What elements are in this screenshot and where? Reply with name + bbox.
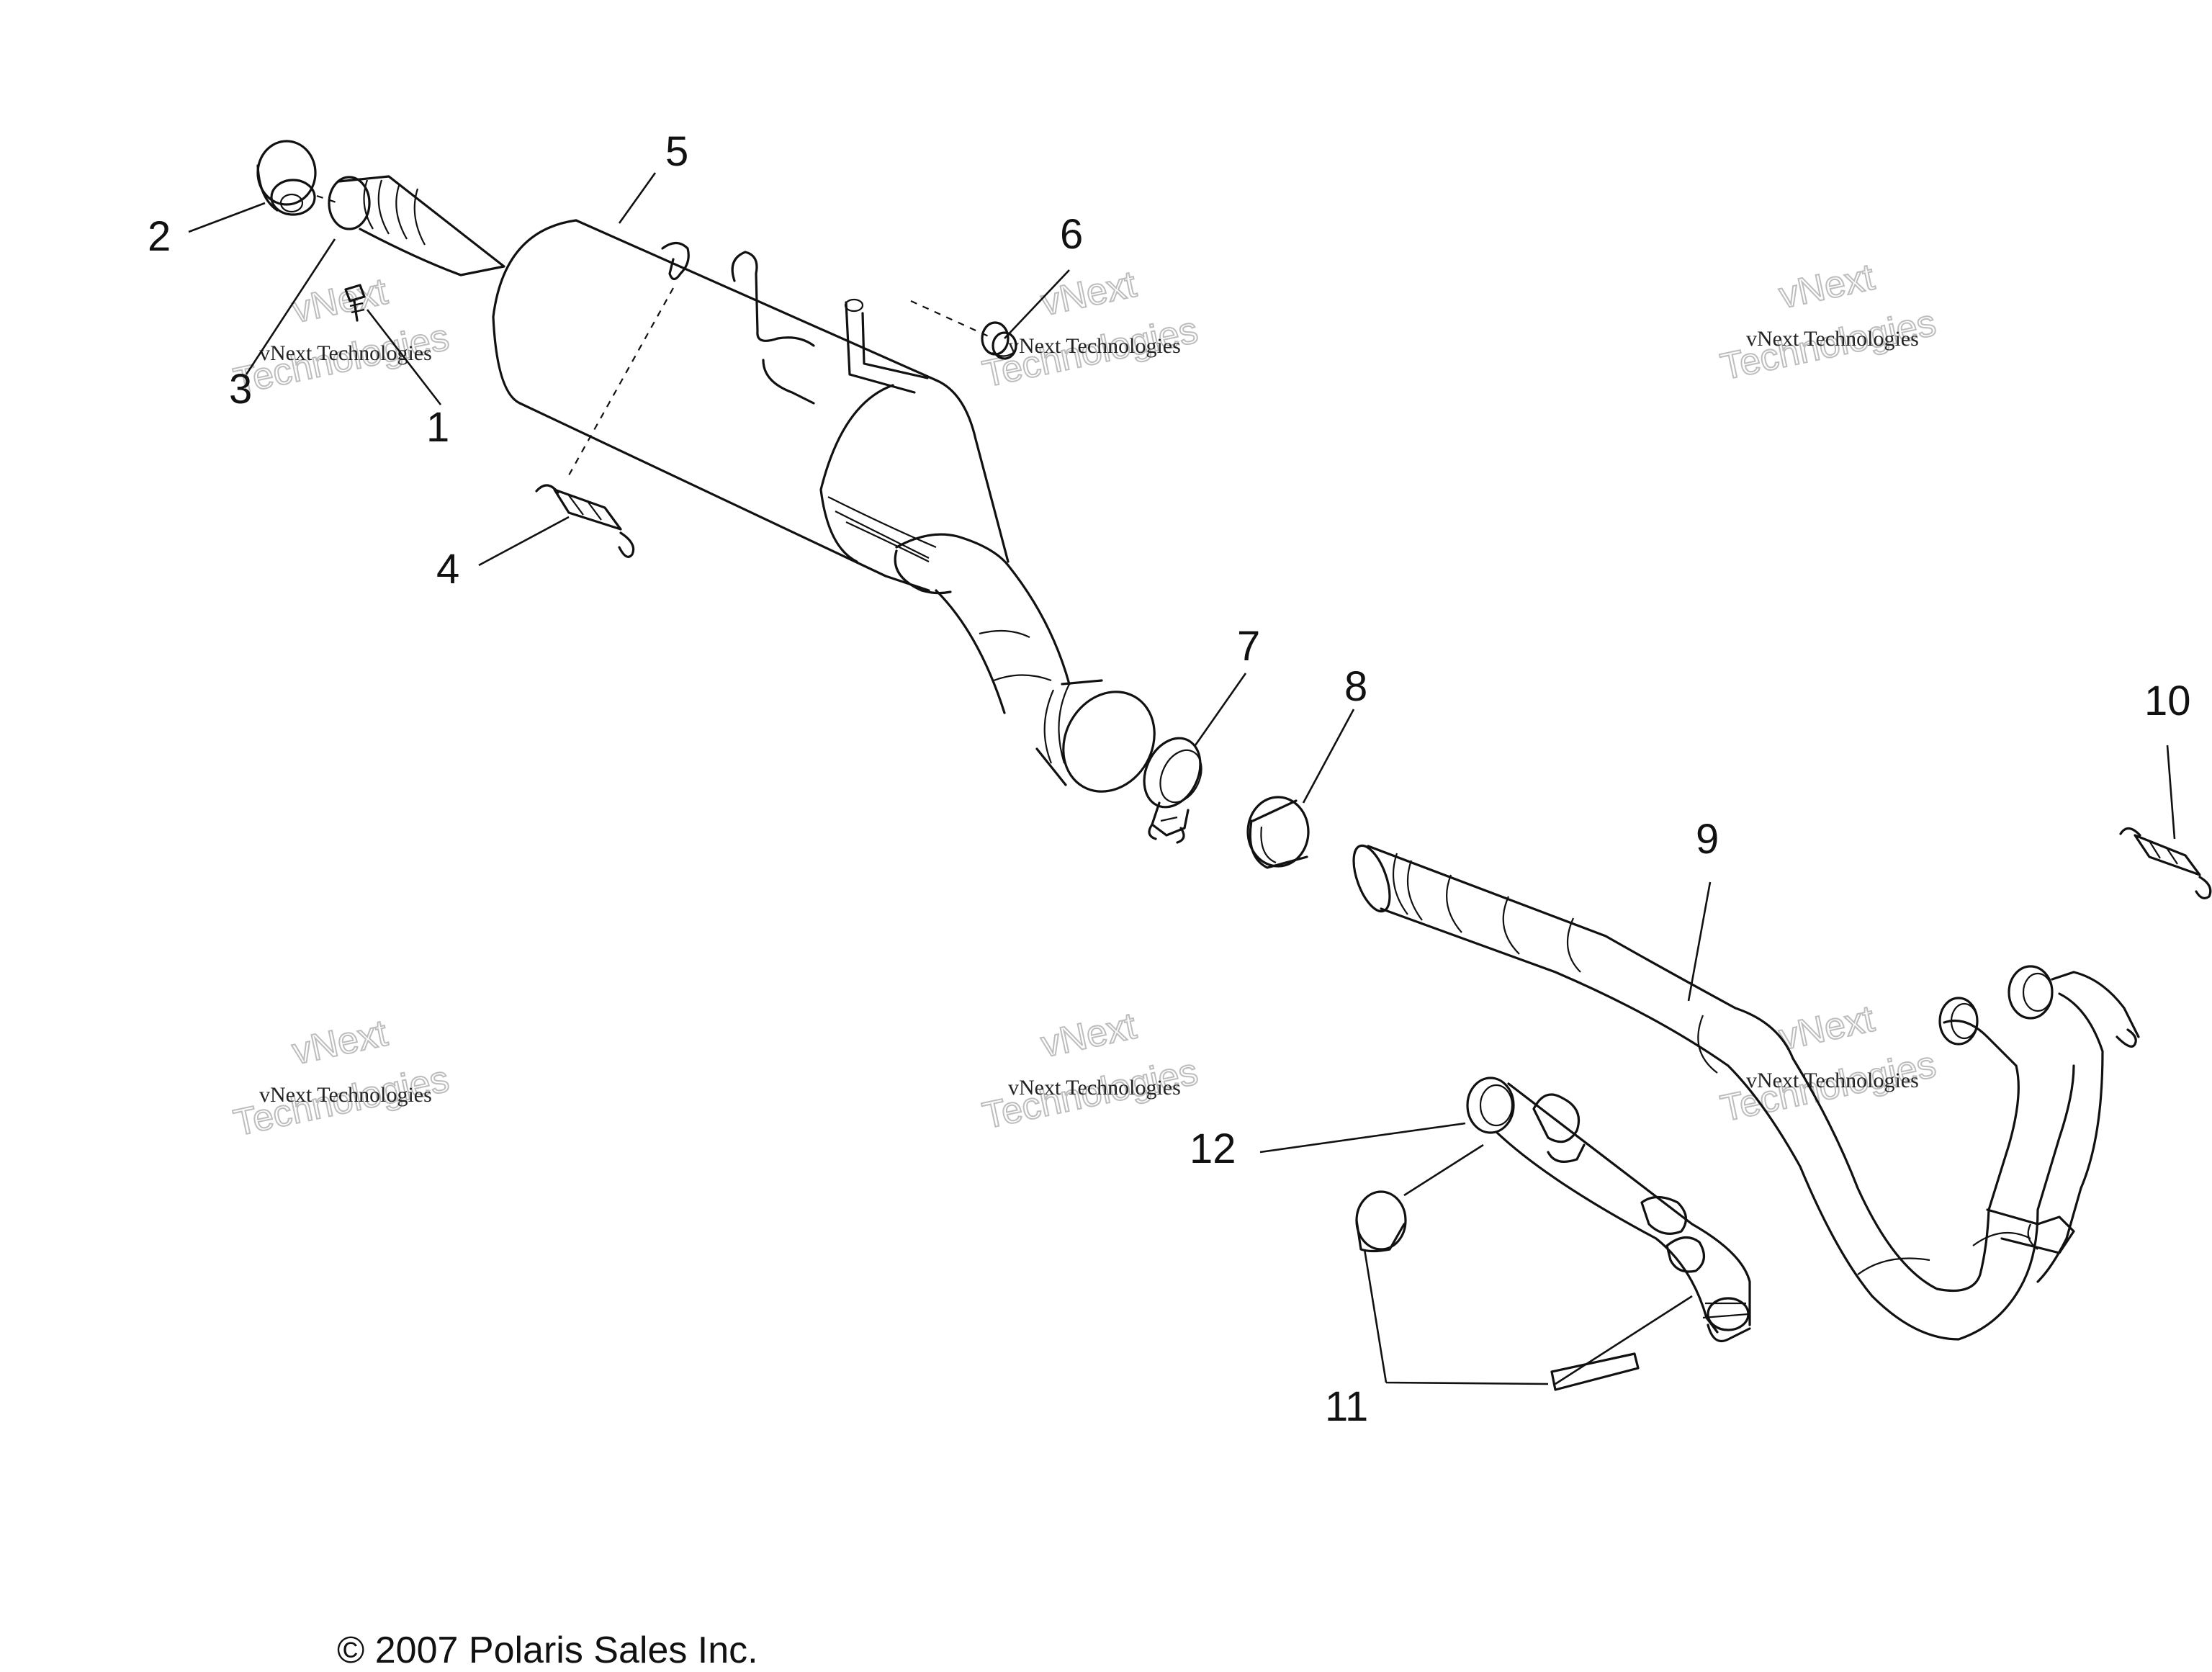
leader-4 xyxy=(478,516,570,567)
callout-6: 6 xyxy=(1060,211,1083,258)
watermark-line3: vNext xyxy=(1038,1005,1141,1066)
copyright-notice: © 2007 Polaris Sales Inc. xyxy=(337,1630,758,1671)
callout-11: 11 xyxy=(1325,1383,1368,1430)
leader-11b xyxy=(1555,1295,1693,1385)
part-7-clamp xyxy=(1143,737,1202,844)
leader-lines xyxy=(188,172,2176,1385)
part-2-end-cap xyxy=(256,140,317,216)
watermark-5: vNext Technologies vNext Technologies xyxy=(979,1004,1202,1138)
watermark-line3: vNext xyxy=(1776,256,1879,317)
part-6-grommet xyxy=(981,321,1017,360)
watermark-line1: vNext Technologies xyxy=(1746,1069,1919,1092)
callout-5: 5 xyxy=(665,128,688,175)
callout-12: 12 xyxy=(1190,1125,1236,1172)
callout-2: 2 xyxy=(148,213,171,260)
leader-1 xyxy=(366,309,442,405)
leader-11 xyxy=(1363,1249,1549,1385)
part-12-y-pipe xyxy=(1466,1077,1751,1343)
callout-numbers: 1 2 3 4 5 6 7 8 9 10 11 12 xyxy=(148,128,2191,1430)
watermark-line1: vNext Technologies xyxy=(1008,1076,1181,1100)
callout-8: 8 xyxy=(1344,663,1367,710)
callout-9: 9 xyxy=(1696,816,1719,863)
leader-5 xyxy=(618,172,657,224)
leader-10 xyxy=(2166,745,2176,840)
part-8-sleeve xyxy=(1246,796,1310,869)
leader-2 xyxy=(188,202,266,233)
callout-1: 1 xyxy=(426,404,449,451)
leader-7 xyxy=(1194,673,1247,746)
watermark-line1: vNext Technologies xyxy=(259,341,432,365)
part-4-spring xyxy=(535,484,635,558)
part-10-spring xyxy=(2119,827,2212,899)
watermark-line1: vNext Technologies xyxy=(1746,327,1919,351)
watermark-line3: vNext xyxy=(289,1012,392,1073)
part-1-screw xyxy=(344,284,366,322)
watermark-1: vNext Technologies vNext Technologies xyxy=(230,270,454,404)
leader-12 xyxy=(1259,1122,1484,1197)
callout-3: 3 xyxy=(229,366,252,413)
callout-7: 7 xyxy=(1237,623,1260,670)
callout-4: 4 xyxy=(436,546,459,593)
leader-9 xyxy=(1687,881,1712,1002)
leader-6 xyxy=(1004,269,1070,339)
watermark-4: vNext Technologies vNext Technologies xyxy=(230,1012,454,1146)
part-9-head-pipe xyxy=(1352,844,2140,1341)
watermark-line3: vNext xyxy=(1776,998,1879,1059)
watermark-line3: vNext xyxy=(1038,264,1141,324)
watermark-line1: vNext Technologies xyxy=(1008,334,1181,358)
watermark-3: vNext Technologies vNext Technologies xyxy=(1717,256,1941,390)
leader-3 xyxy=(245,238,336,375)
leader-8 xyxy=(1302,709,1355,804)
watermark-line1: vNext Technologies xyxy=(259,1083,432,1107)
part-11-seal-gasket xyxy=(1355,1190,1640,1391)
part-3-spark-arrestor xyxy=(316,175,505,277)
callout-10: 10 xyxy=(2144,678,2191,724)
part-5-muffler xyxy=(492,219,1156,793)
